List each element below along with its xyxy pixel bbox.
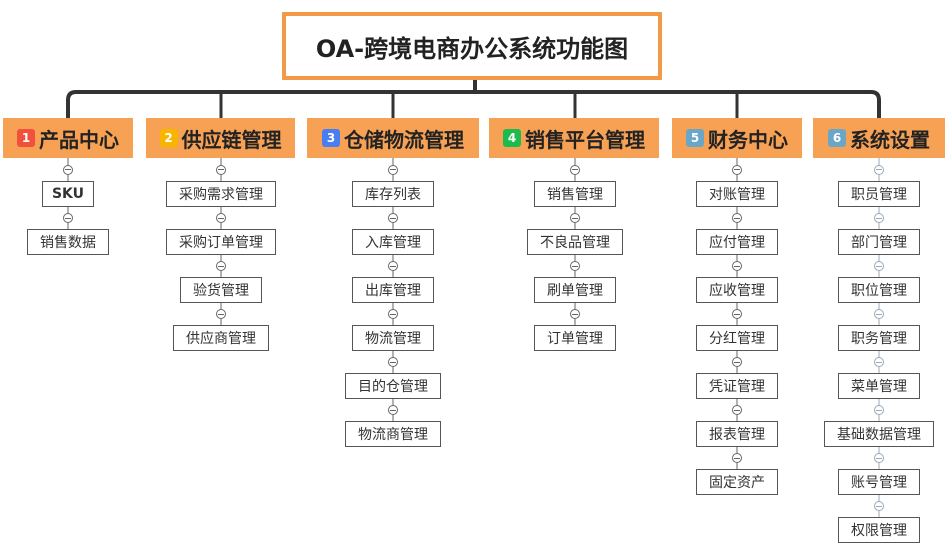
- category-label: 仓储物流管理: [344, 127, 464, 152]
- category-label: 财务中心: [708, 127, 788, 152]
- feature-item[interactable]: 采购需求管理: [166, 181, 276, 207]
- collapse-toggle-icon[interactable]: [874, 453, 884, 463]
- collapse-toggle-icon[interactable]: [732, 357, 742, 367]
- feature-item[interactable]: 不良品管理: [527, 229, 623, 255]
- diagram-title: OA-跨境电商办公系统功能图: [282, 12, 662, 80]
- feature-item[interactable]: 职位管理: [838, 277, 920, 303]
- feature-item[interactable]: 物流管理: [352, 325, 434, 351]
- feature-item[interactable]: 基础数据管理: [824, 421, 934, 447]
- feature-item[interactable]: 刷单管理: [534, 277, 616, 303]
- collapse-toggle-icon[interactable]: [63, 164, 73, 175]
- category-badge: 1: [17, 129, 35, 147]
- feature-item[interactable]: 对账管理: [696, 181, 778, 207]
- feature-item[interactable]: 出库管理: [352, 277, 434, 303]
- collapse-toggle-icon[interactable]: [570, 213, 580, 223]
- collapse-toggle-icon[interactable]: [63, 213, 73, 223]
- collapse-toggle-icon[interactable]: [732, 261, 742, 271]
- collapse-toggle-icon[interactable]: [874, 213, 884, 223]
- feature-item[interactable]: 采购订单管理: [166, 229, 276, 255]
- feature-item[interactable]: 销售数据: [27, 229, 109, 255]
- category-label: 供应链管理: [181, 127, 282, 152]
- feature-item[interactable]: 应付管理: [696, 229, 778, 255]
- feature-item[interactable]: 供应商管理: [173, 325, 269, 351]
- collapse-toggle-icon[interactable]: [216, 261, 226, 271]
- category-label: 销售平台管理: [525, 127, 645, 152]
- category-label: 系统设置: [850, 127, 930, 152]
- collapse-toggle-icon[interactable]: [732, 213, 742, 223]
- collapse-toggle-icon[interactable]: [216, 213, 226, 223]
- collapse-toggle-icon[interactable]: [388, 309, 398, 319]
- feature-item[interactable]: 部门管理: [838, 229, 920, 255]
- feature-item[interactable]: 库存列表: [352, 181, 434, 207]
- feature-item[interactable]: 应收管理: [696, 277, 778, 303]
- feature-item[interactable]: 权限管理: [838, 517, 920, 543]
- collapse-toggle-icon[interactable]: [732, 309, 742, 319]
- collapse-toggle-icon[interactable]: [874, 405, 884, 415]
- collapse-toggle-icon[interactable]: [216, 164, 226, 175]
- collapse-toggle-icon[interactable]: [874, 357, 884, 367]
- category-bus: [66, 90, 881, 118]
- category-badge: 4: [503, 129, 521, 147]
- feature-item[interactable]: 入库管理: [352, 229, 434, 255]
- category-badge: 6: [828, 129, 846, 147]
- feature-item[interactable]: 凭证管理: [696, 373, 778, 399]
- collapse-toggle-icon[interactable]: [874, 261, 884, 271]
- collapse-toggle-icon[interactable]: [570, 261, 580, 271]
- category-label: 产品中心: [39, 127, 119, 152]
- feature-item[interactable]: 菜单管理: [838, 373, 920, 399]
- collapse-toggle-icon[interactable]: [388, 164, 398, 175]
- feature-item[interactable]: 账号管理: [838, 469, 920, 495]
- collapse-toggle-icon[interactable]: [570, 309, 580, 319]
- feature-item[interactable]: 职务管理: [838, 325, 920, 351]
- collapse-toggle-icon[interactable]: [216, 309, 226, 319]
- feature-item[interactable]: 报表管理: [696, 421, 778, 447]
- category-badge: 2: [159, 129, 178, 147]
- feature-item[interactable]: 分红管理: [696, 325, 778, 351]
- collapse-toggle-icon[interactable]: [732, 405, 742, 415]
- collapse-toggle-icon[interactable]: [874, 501, 884, 511]
- feature-item[interactable]: 销售管理: [534, 181, 616, 207]
- collapse-toggle-icon[interactable]: [388, 405, 398, 415]
- feature-item[interactable]: 物流商管理: [345, 421, 441, 447]
- feature-item[interactable]: 订单管理: [534, 325, 616, 351]
- feature-item[interactable]: SKU: [42, 181, 94, 207]
- collapse-toggle-icon[interactable]: [388, 261, 398, 271]
- category-badge: 5: [686, 129, 704, 147]
- collapse-toggle-icon[interactable]: [874, 309, 884, 319]
- feature-item[interactable]: 固定资产: [696, 469, 778, 495]
- category-badge: 3: [322, 129, 340, 147]
- collapse-toggle-icon[interactable]: [732, 164, 742, 175]
- collapse-toggle-icon[interactable]: [388, 213, 398, 223]
- feature-item[interactable]: 职员管理: [838, 181, 920, 207]
- collapse-toggle-icon[interactable]: [874, 164, 884, 175]
- feature-item[interactable]: 验货管理: [180, 277, 262, 303]
- collapse-toggle-icon[interactable]: [570, 164, 580, 175]
- feature-item[interactable]: 目的仓管理: [345, 373, 441, 399]
- collapse-toggle-icon[interactable]: [732, 453, 742, 463]
- collapse-toggle-icon[interactable]: [388, 357, 398, 367]
